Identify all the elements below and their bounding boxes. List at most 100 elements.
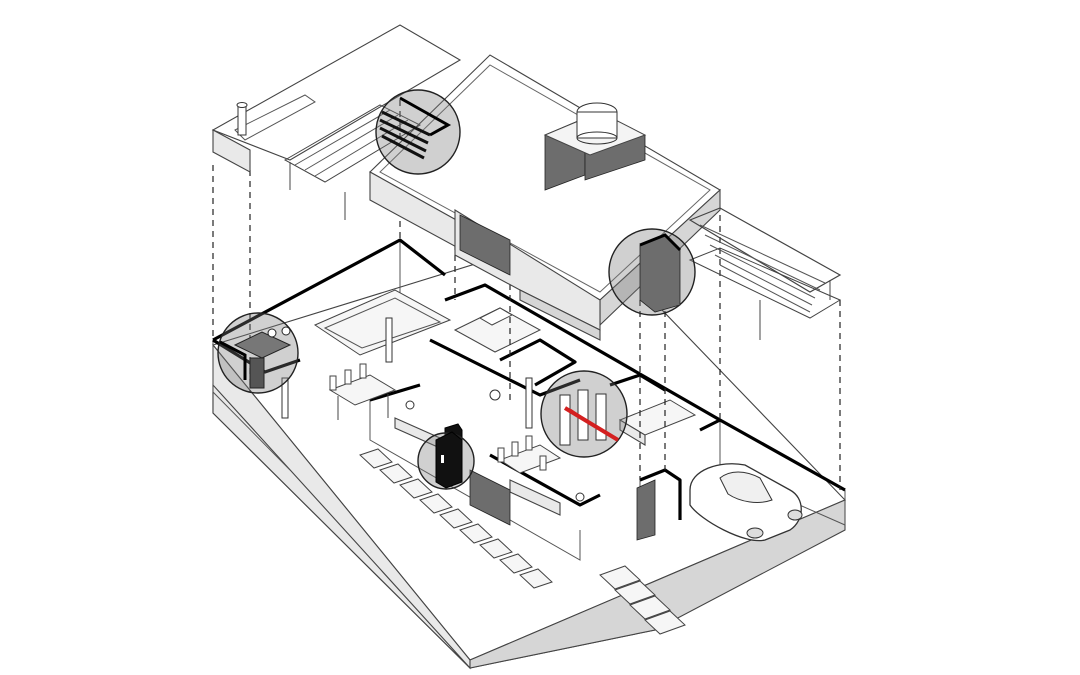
pergola-frame bbox=[688, 207, 842, 293]
car-roof bbox=[719, 471, 773, 503]
black-column-detail bbox=[435, 431, 463, 489]
chair bbox=[359, 363, 367, 379]
pillow bbox=[478, 307, 514, 326]
paver bbox=[599, 565, 641, 590]
stair-wall bbox=[399, 96, 452, 137]
window-frame bbox=[509, 479, 561, 516]
chimney bbox=[237, 104, 247, 136]
pergola-slat bbox=[294, 109, 391, 166]
detail-circle-bbq bbox=[217, 312, 299, 394]
chair bbox=[329, 375, 337, 391]
roof-equipment bbox=[543, 102, 647, 191]
brick-wall bbox=[469, 469, 511, 526]
stair-step bbox=[379, 126, 427, 153]
dining-table bbox=[328, 374, 397, 406]
detail-circle-facade bbox=[608, 228, 696, 316]
bbq-burner bbox=[281, 326, 291, 336]
column bbox=[281, 377, 289, 419]
floor-lamp bbox=[405, 400, 415, 410]
brick-tower bbox=[639, 234, 681, 313]
wall-cut-middle bbox=[429, 338, 581, 397]
wall-cut-kitchen bbox=[609, 373, 666, 392]
wall-cut-back-left bbox=[212, 238, 446, 342]
stair-step bbox=[381, 110, 431, 137]
column bbox=[385, 317, 393, 363]
chair bbox=[497, 447, 505, 463]
detail-circle-kitchen bbox=[540, 370, 628, 458]
detail-lens bbox=[375, 89, 461, 175]
pergola-left bbox=[283, 104, 422, 220]
terrace-planter bbox=[234, 94, 316, 141]
wall-cut-garage-back bbox=[699, 418, 721, 432]
wall-cut-bath bbox=[499, 338, 577, 387]
car-wheel bbox=[787, 509, 803, 521]
dining-set-left bbox=[328, 363, 397, 420]
chimney-top bbox=[236, 102, 248, 108]
chair bbox=[525, 435, 533, 451]
car bbox=[689, 463, 803, 542]
stair-step bbox=[379, 118, 429, 145]
paver bbox=[379, 463, 413, 484]
patio-pool bbox=[313, 289, 452, 356]
water-tank-base bbox=[576, 131, 618, 145]
wall-cut-left bbox=[212, 338, 301, 374]
bbq-counter bbox=[233, 331, 292, 359]
patio-pool-inner bbox=[323, 297, 442, 349]
wall-outline bbox=[212, 340, 291, 471]
car-wheel bbox=[746, 527, 764, 539]
pergola-slat bbox=[719, 264, 811, 313]
paver bbox=[459, 523, 493, 544]
paver bbox=[359, 448, 393, 469]
pergola-slat bbox=[709, 244, 816, 299]
paving-row-front bbox=[359, 448, 553, 589]
bbq-brick bbox=[249, 357, 265, 389]
paving-stones bbox=[359, 448, 686, 635]
brick-tower-edge bbox=[639, 233, 682, 252]
column-opening bbox=[441, 455, 444, 463]
terrace-slab-front bbox=[212, 129, 251, 173]
chair bbox=[344, 369, 352, 385]
dining-set-right bbox=[497, 435, 562, 474]
detail-circle-stair bbox=[375, 89, 461, 175]
kitchen-unit bbox=[559, 394, 571, 446]
pergola-slat bbox=[704, 234, 821, 291]
pergola-slat bbox=[699, 224, 826, 284]
paver bbox=[419, 493, 453, 514]
brick-column bbox=[636, 479, 656, 541]
detail-circle-column bbox=[417, 431, 475, 490]
bbq-burner bbox=[267, 328, 277, 338]
pergola-slat bbox=[304, 114, 399, 171]
paver bbox=[614, 580, 656, 605]
sink bbox=[489, 389, 501, 401]
paver bbox=[629, 595, 671, 620]
paver bbox=[479, 538, 513, 559]
wall-cut-front bbox=[369, 383, 421, 402]
gas-pipe-branch bbox=[569, 408, 586, 422]
pergola-slat bbox=[714, 254, 813, 306]
paver bbox=[519, 568, 553, 589]
chair bbox=[511, 441, 519, 457]
paver bbox=[499, 553, 533, 574]
stair-step bbox=[381, 134, 425, 160]
pergola-slat bbox=[314, 119, 409, 177]
roof-parapet bbox=[379, 64, 711, 293]
wall-cut-back bbox=[444, 283, 846, 492]
upper-soffit bbox=[519, 289, 601, 341]
paver bbox=[644, 610, 686, 635]
column bbox=[525, 377, 533, 429]
upper-brick-screen bbox=[459, 214, 511, 276]
bbq-wall bbox=[219, 340, 247, 380]
terrace-slab-top bbox=[211, 24, 462, 161]
wall-cut-garage bbox=[639, 468, 682, 520]
counter-side bbox=[619, 419, 646, 446]
paving-row-garage bbox=[599, 565, 686, 635]
terrace-left bbox=[211, 24, 462, 220]
kitchen-unit bbox=[595, 393, 607, 441]
paver bbox=[399, 478, 433, 499]
plant-pot bbox=[575, 492, 585, 502]
pergola-right bbox=[688, 207, 842, 340]
pergola-frame-lower bbox=[688, 247, 842, 319]
paver bbox=[439, 508, 473, 529]
